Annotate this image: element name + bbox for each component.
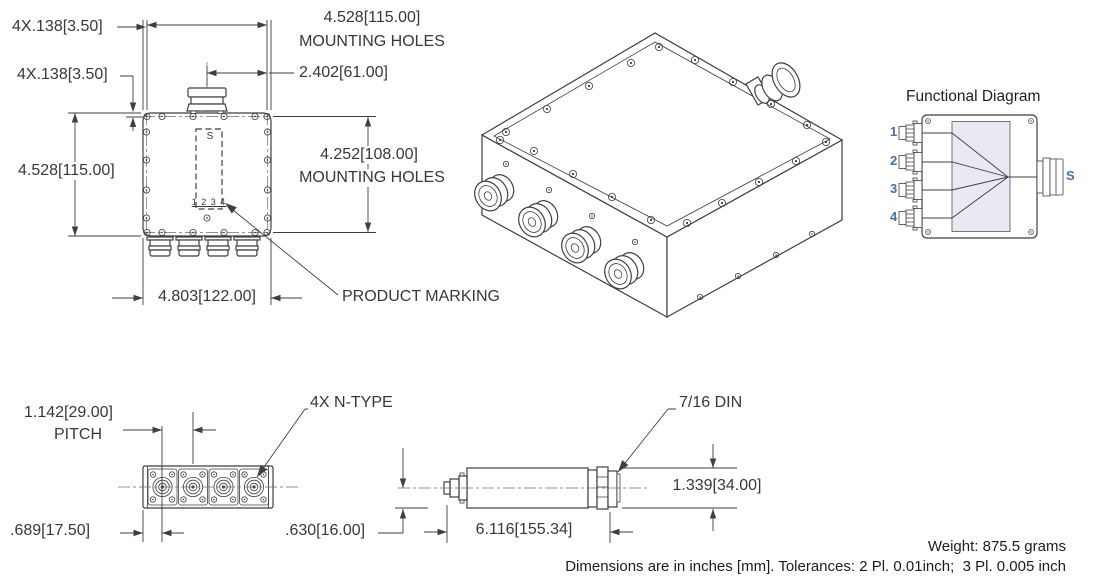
fd-output-label: S bbox=[1066, 168, 1075, 183]
fd-port-1-label: 1 bbox=[890, 124, 898, 139]
tolerance-note: Dimensions are in inches [mm]. Tolerance… bbox=[565, 558, 1066, 575]
dim-hole-offset-v: 4X.138[3.50] bbox=[15, 66, 110, 85]
product-marking-zone bbox=[195, 128, 223, 210]
dim-axis-offset: .630[16.00] bbox=[283, 522, 368, 541]
dim-port-offset: 2.402[61.00] bbox=[297, 64, 390, 83]
bottom-view bbox=[118, 408, 428, 542]
fd-input-connectors bbox=[898, 120, 923, 231]
mounting-height-label: MOUNTING HOLES bbox=[297, 169, 447, 188]
dim-side-height: 1.339[34.00] bbox=[670, 477, 764, 496]
mounting-width-label: MOUNTING HOLES bbox=[297, 33, 447, 52]
front-view-dimensions bbox=[68, 20, 376, 305]
functional-diagram-title: Functional Diagram bbox=[906, 88, 1041, 105]
fd-port-3-label: 3 bbox=[890, 181, 898, 196]
marking-bottom-label: 1 2 3 4 bbox=[191, 197, 227, 207]
dim-side-length: 6.116[155.34] bbox=[473, 521, 575, 540]
dim-pitch: 1.142[29.00] bbox=[22, 404, 115, 423]
side-view-dimensions bbox=[424, 408, 737, 543]
fd-port-2-label: 2 bbox=[890, 153, 898, 168]
iso-din-connector bbox=[745, 62, 801, 106]
product-marking-callout: PRODUCT MARKING bbox=[340, 288, 502, 307]
front-view bbox=[142, 62, 272, 257]
weight-note: Weight: 875.5 grams bbox=[927, 538, 1066, 555]
isometric-view bbox=[468, 32, 844, 319]
front-top-connector bbox=[186, 87, 228, 114]
pitch-label: PITCH bbox=[52, 426, 104, 445]
dim-edge-offset: .689[17.50] bbox=[8, 522, 93, 541]
bottom-view-dimensions bbox=[120, 408, 428, 542]
marking-top-label: S bbox=[206, 131, 214, 142]
dim-body-height: 4.528[115.00] bbox=[16, 162, 117, 181]
fd-port-4-label: 4 bbox=[890, 209, 898, 224]
n-type-callout: 4X N-TYPE bbox=[308, 394, 395, 413]
dim-hole-offset-h: 4X.138[3.50] bbox=[10, 18, 105, 37]
side-view bbox=[398, 408, 737, 543]
dim-mounting-height: 4.252[108.00] bbox=[318, 146, 420, 165]
dim-body-width: 4.803[122.00] bbox=[156, 288, 258, 307]
dim-mounting-width: 4.528[115.00] bbox=[321, 9, 423, 28]
functional-diagram bbox=[898, 114, 1064, 239]
front-bottom-connectors bbox=[146, 236, 261, 257]
din-callout: 7/16 DIN bbox=[677, 394, 745, 413]
fd-output-connector bbox=[1036, 157, 1064, 197]
